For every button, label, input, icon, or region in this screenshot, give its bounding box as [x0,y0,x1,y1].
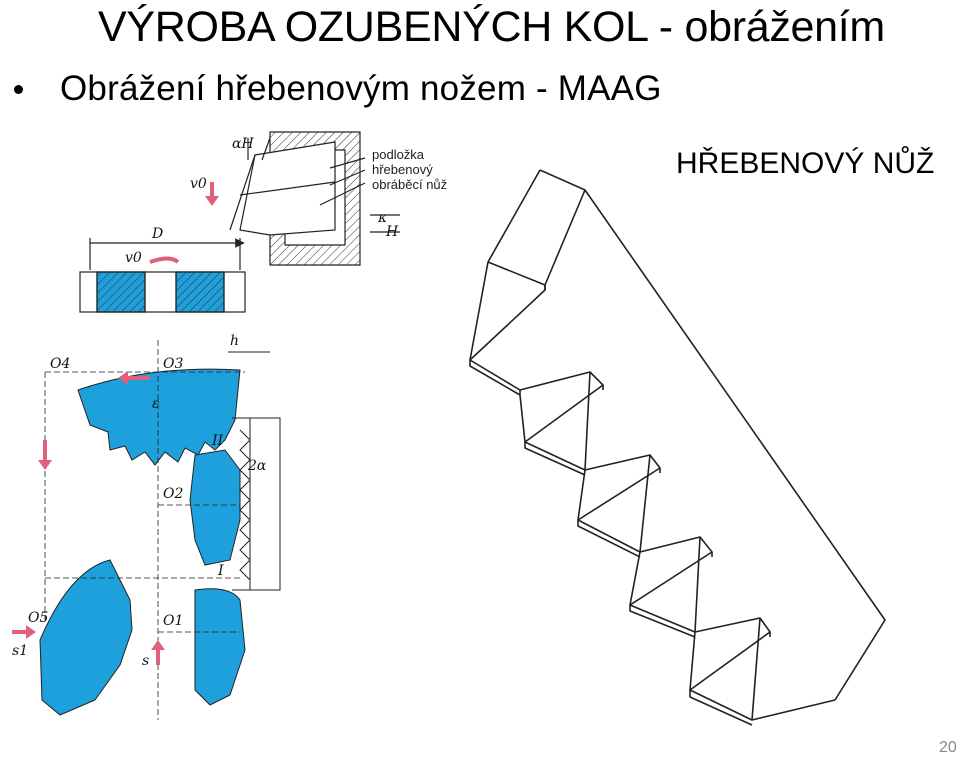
label-o2: O2 [163,486,183,502]
label-hrebenovy: hřebenový [372,162,433,177]
rack-cutter-drawing [469,169,886,726]
right-arrow-icon [26,625,36,639]
label-o3: O3 [163,356,183,372]
label-o4: O4 [50,356,70,372]
rotation-arrow-icon [149,256,180,264]
label-v0-disc: v0 [125,250,142,266]
label-roman-ii: II [211,433,224,449]
left-arrow-icon [118,371,128,385]
label-d: D [151,226,163,242]
label-podlozka: podložka [372,147,425,162]
rack-cutter-label: HŘEBENOVÝ NŮŽ [676,147,935,180]
cutter-holder-detail [229,131,400,266]
up-arrow-icon [151,640,165,650]
label-epsilon: ε [152,396,160,412]
label-h-small: H [385,224,399,240]
slide-number: 20 [939,739,957,756]
down-arrow-icon [38,460,52,470]
label-two-alpha: 2α [247,458,267,474]
blank-disc [79,238,246,313]
label-s1: s1 [12,643,28,659]
label-s: s [142,653,149,669]
slide-title: VÝROBA OZUBENÝCH KOL - obrážením [98,3,885,51]
label-roman-i: I [217,563,224,579]
label-o1: O1 [163,613,183,629]
label-obrabeci-nuz: obráběcí nůž [372,177,447,192]
bullet-dot-icon [14,85,23,94]
label-kappa: κ [377,210,387,226]
label-o5: O5 [28,610,48,626]
bullet-text: Obrážení hřebenovým nožem - MAAG [60,69,662,108]
gear-stages [39,368,281,716]
label-v0-top: v0 [190,176,207,192]
label-alpha-h: αH [232,136,254,152]
label-h: h [230,333,239,349]
